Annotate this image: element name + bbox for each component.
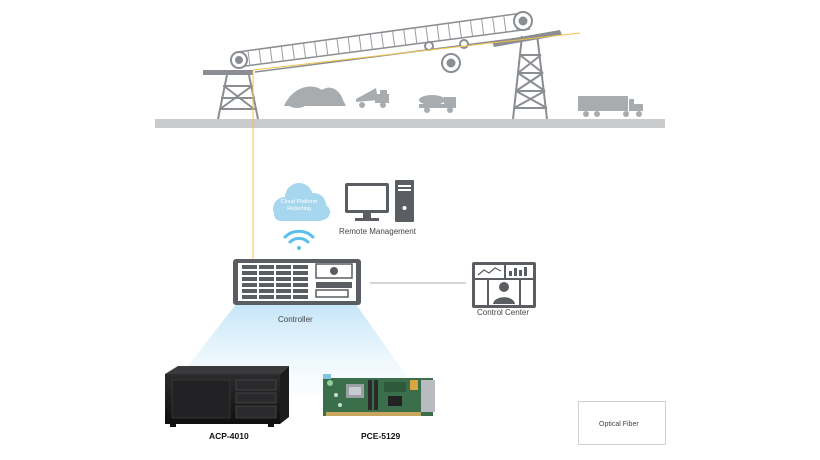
- pce-5129-label: PCE-5129: [361, 431, 401, 441]
- monitor-icon: [345, 183, 389, 221]
- conveyor-rollers: [247, 14, 518, 67]
- cloud-platform-label: Cloud Platform Reporting: [280, 199, 318, 212]
- right-support-tower: [512, 33, 548, 120]
- ground-strip: [155, 119, 665, 128]
- remote-management-label: Remote Management: [339, 227, 416, 236]
- acp-4010-chassis-image: [165, 366, 289, 427]
- pce-5129-board-image: [323, 374, 435, 416]
- optical-fiber-link: [252, 32, 581, 259]
- control-center-label: Control Center: [477, 308, 530, 317]
- acp-4010-label: ACP-4010: [209, 431, 249, 441]
- legend-box: [578, 401, 666, 445]
- cloud-icon: [273, 183, 330, 221]
- semi-truck-icon: [578, 96, 643, 117]
- mixer-truck-icon: [419, 95, 456, 113]
- tower-pc-icon: [395, 180, 414, 222]
- ore-piles-icon: [284, 86, 346, 108]
- dump-truck-icon: [356, 88, 389, 108]
- conveyor-belt: [237, 12, 531, 73]
- controller-chassis-icon: [233, 259, 361, 305]
- dashboard-icon: [472, 262, 536, 308]
- controller-label: Controller: [278, 315, 313, 324]
- legend-optical-fiber-label: Optical Fiber: [599, 421, 639, 428]
- wifi-icon: [283, 229, 315, 250]
- left-support-tower: [217, 74, 259, 120]
- tail-boom: [203, 70, 253, 75]
